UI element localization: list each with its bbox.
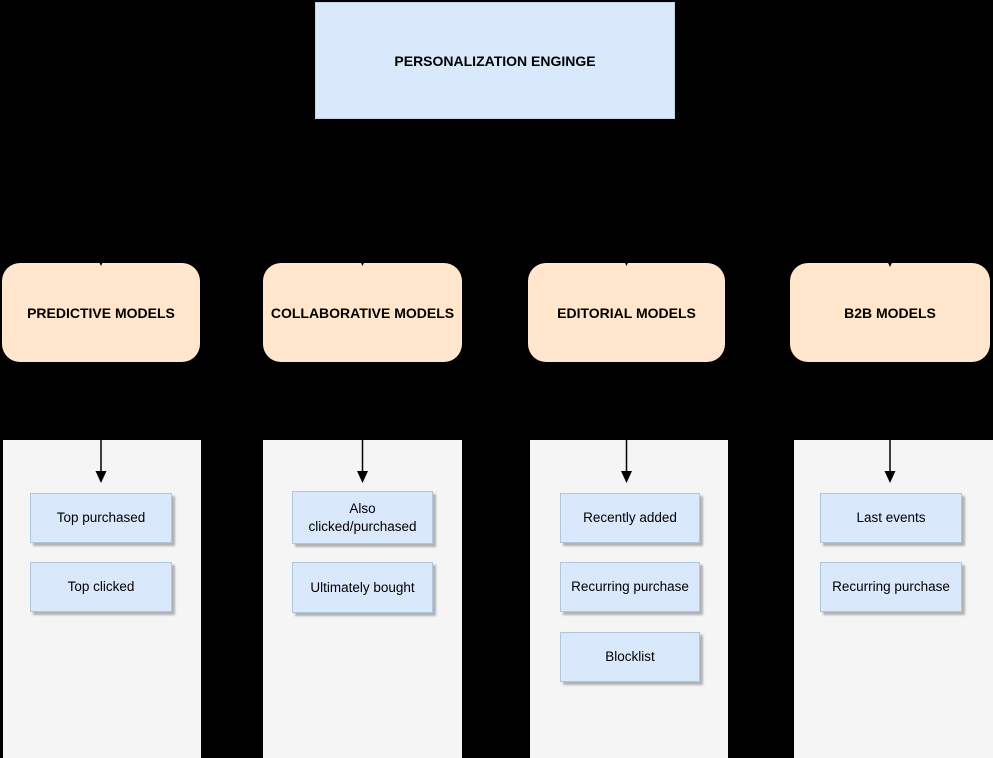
group-container-editorial: Recently added Recurring purchase Blockl… (530, 440, 728, 758)
item-node: Blocklist (560, 632, 700, 682)
group-container-predictive: Top purchased Top clicked (3, 440, 201, 758)
connector-root-to-editorial (494, 119, 632, 266)
item-node: Ultimately bought (292, 562, 433, 613)
root-node-label: PERSONALIZATION ENGINGE (394, 52, 596, 69)
item-node: Recently added (560, 493, 700, 543)
category-node-predictive-models: PREDICTIVE MODELS (2, 263, 200, 362)
connector-line (494, 119, 891, 254)
connector-line (361, 119, 496, 254)
connector-root-to-b2b (494, 119, 896, 267)
item-node: Recurring purchase (560, 562, 700, 612)
item-node: Also clicked/purchased (292, 491, 433, 544)
category-node-editorial-models: EDITORIAL MODELS (528, 263, 725, 362)
category-node-collaborative-models: COLLABORATIVE MODELS (263, 263, 462, 362)
category-label: EDITORIAL MODELS (557, 304, 696, 321)
item-node: Top purchased (30, 493, 172, 543)
category-label: COLLABORATIVE MODELS (270, 304, 455, 321)
item-node: Last events (820, 493, 962, 543)
group-container-b2b: Last events Recurring purchase (794, 440, 993, 758)
category-label: B2B MODELS (844, 304, 936, 321)
connector-line (494, 119, 628, 254)
group-container-collaborative: Also clicked/purchased Ultimately bought (263, 440, 462, 758)
root-node-personalization-engine: PERSONALIZATION ENGINGE (315, 2, 675, 119)
item-node: Recurring purchase (820, 562, 962, 612)
category-label: PREDICTIVE MODELS (27, 304, 175, 321)
category-node-b2b-models: B2B MODELS (790, 263, 990, 362)
item-node: Top clicked (30, 562, 172, 612)
connector-root-to-collaborative (357, 119, 496, 266)
connector-root-to-predictive (95, 119, 496, 266)
connector-line (100, 119, 496, 254)
